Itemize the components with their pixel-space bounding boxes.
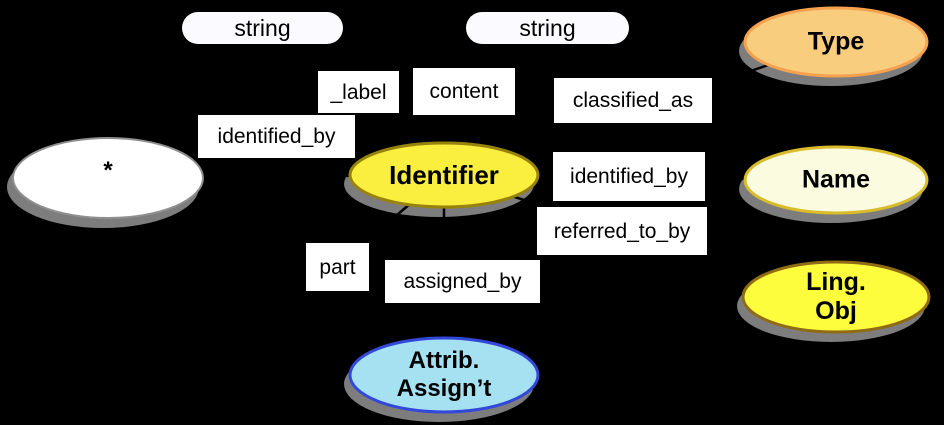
- node-type-ellipse: [743, 6, 929, 78]
- edge-label-identified-by-r: identified_by: [553, 152, 705, 201]
- datatype-pill-string1: string: [182, 12, 343, 44]
- edge-label-label: _label: [318, 71, 399, 113]
- node-attrib-ellipse: [348, 336, 540, 414]
- node-identifier-label: Identifier: [389, 160, 499, 190]
- node-lingobj-ellipse: [741, 260, 931, 334]
- node-attrib-label: Attrib. Assign’t: [396, 347, 492, 402]
- node-any-label: *: [103, 157, 113, 184]
- node-name-label: Name: [801, 165, 871, 194]
- node-type-label: Type: [807, 27, 865, 56]
- edge-label-identified-by-l: identified_by: [198, 115, 355, 158]
- node-ellipses-layer: [12, 6, 931, 414]
- node-lingobj-label: Ling. Obj: [806, 268, 866, 325]
- edge-label-assigned-by: assigned_by: [385, 260, 540, 303]
- edge-label-content: content: [413, 68, 515, 115]
- edge-label-referred-to-by: referred_to_by: [537, 207, 707, 255]
- edge-label-part: part: [306, 243, 369, 291]
- edge-label-classified-as: classified_as: [554, 78, 712, 123]
- edge-line-part-edge: [149, 174, 445, 425]
- node-identifier-ellipse: [348, 141, 540, 209]
- node-name-ellipse: [743, 145, 929, 215]
- node-any-ellipse: [12, 137, 204, 219]
- datatype-pill-string2: string: [466, 12, 629, 44]
